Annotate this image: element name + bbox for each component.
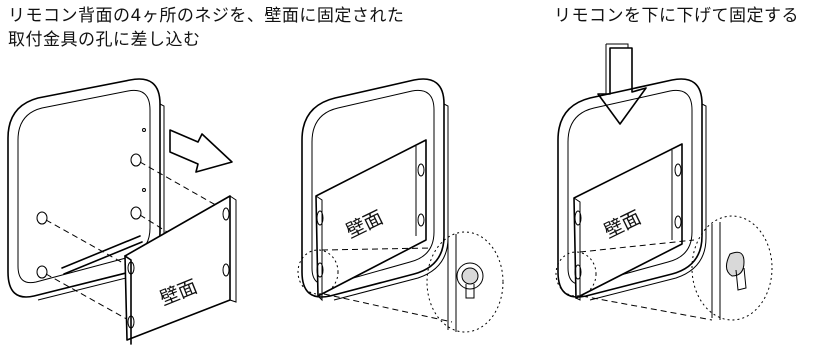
remote-frame-3 — [557, 78, 707, 301]
figure-step1: 壁面 — [7, 78, 237, 345]
wall-bracket-1: 壁面 — [124, 195, 237, 345]
detail-callout-3 — [555, 215, 773, 321]
figure-step2: 壁面 — [297, 78, 504, 333]
step1-caption-line2: 取付金具の孔に差し込む — [8, 30, 201, 50]
step2-caption: リモコンを下に下げて固定する — [554, 6, 799, 26]
screw-holes-1 — [36, 128, 146, 279]
step1-caption-line1: リモコン背面の4ヶ所のネジを、壁面に固定された — [8, 6, 405, 26]
arrow-right — [169, 129, 233, 173]
screwdriver-1 — [61, 235, 143, 275]
arrow-down — [597, 43, 647, 125]
detail-callout-2 — [297, 231, 504, 333]
figure-step3: 壁面 — [555, 43, 773, 321]
wall-bracket-3: 壁面 — [573, 143, 683, 301]
step1-caption: リモコン背面の4ヶ所のネジを、壁面に固定された 取付金具の孔に差し込む — [8, 4, 404, 52]
wall-bracket-2: 壁面 — [315, 139, 427, 302]
